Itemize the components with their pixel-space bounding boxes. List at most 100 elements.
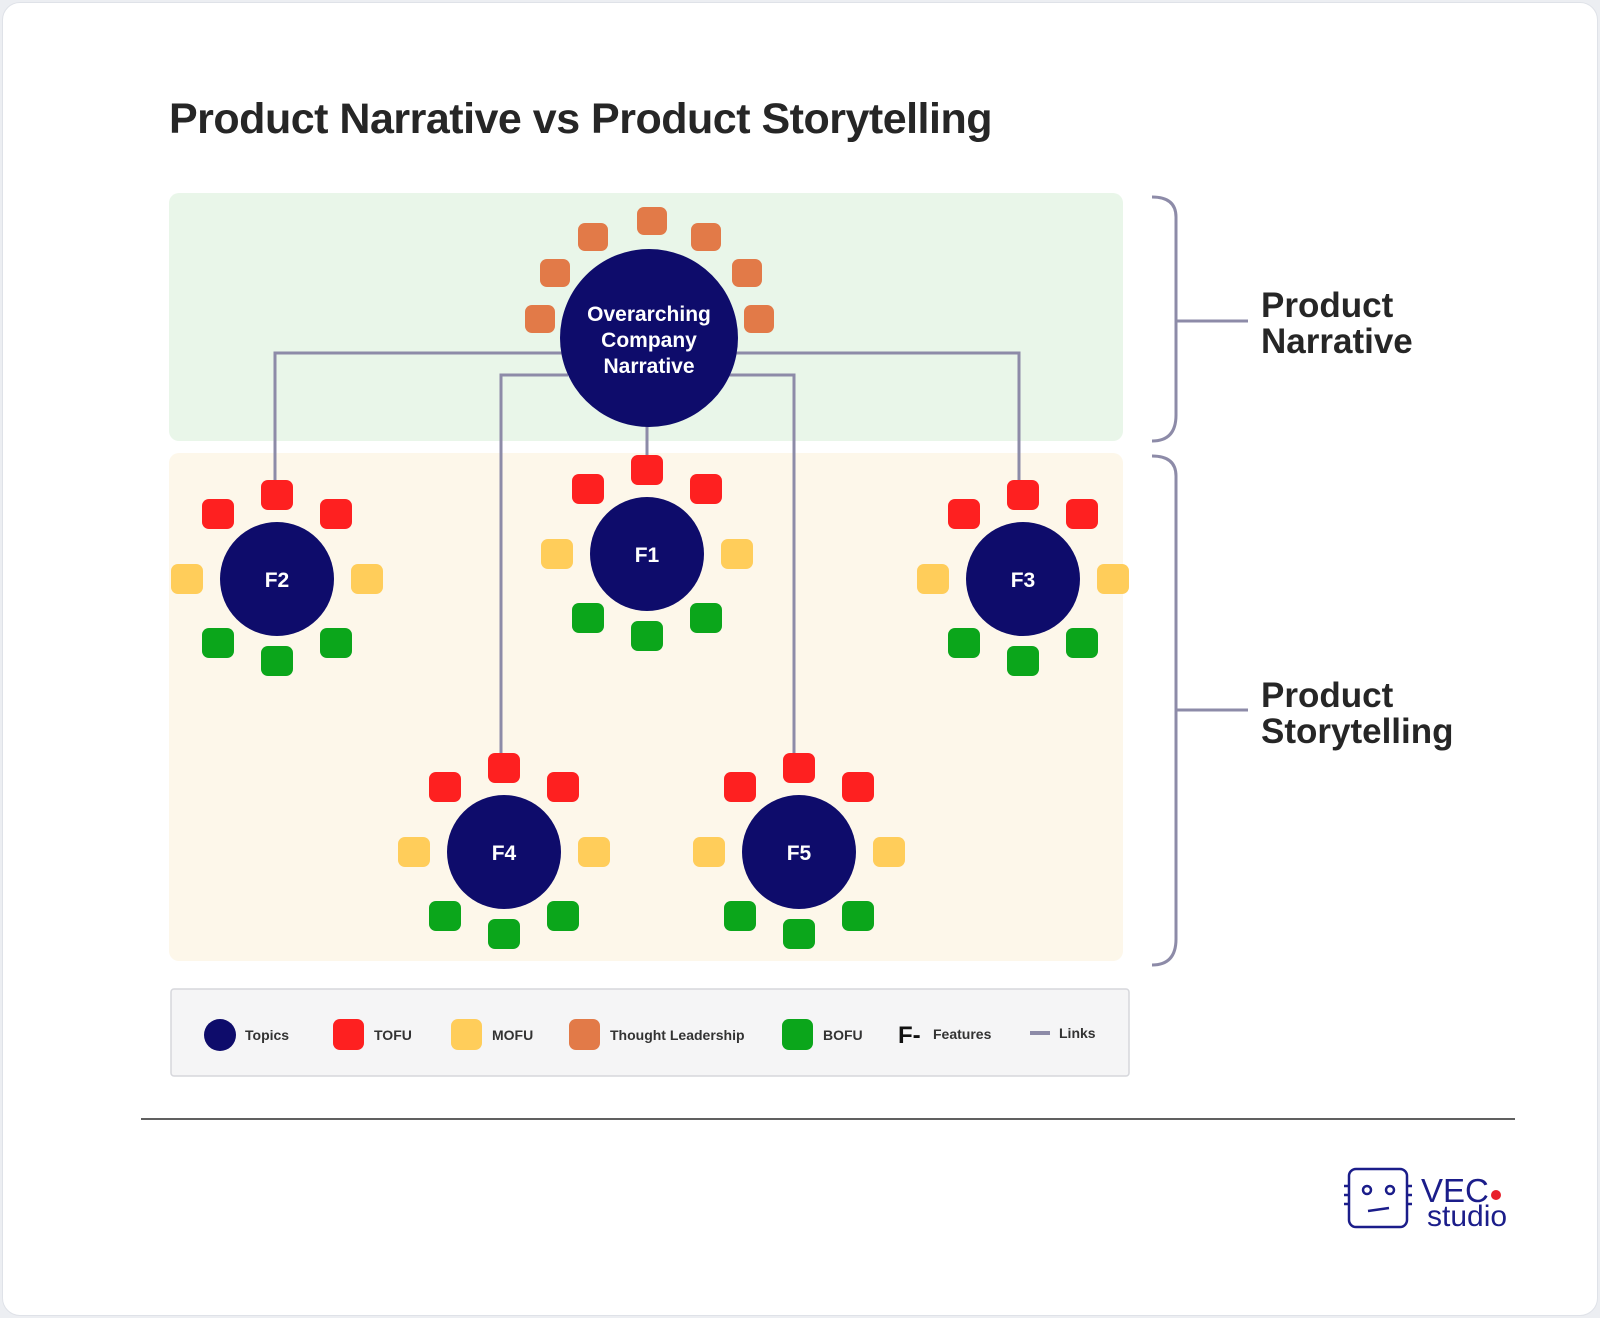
- tofu-square: [1066, 499, 1098, 529]
- link-hub-f2: [273, 351, 563, 481]
- bofu-square: [631, 621, 663, 651]
- mofu-square: [721, 539, 753, 569]
- legend-box: [170, 988, 1130, 1077]
- tofu-square: [261, 480, 293, 510]
- bofu-square: [948, 628, 980, 658]
- logo-text-vec: VEC: [1421, 1172, 1489, 1209]
- legend-topics-swatch: [204, 1019, 236, 1051]
- thought-leadership-square: [637, 207, 667, 235]
- tofu-square: [1007, 480, 1039, 510]
- feature-circle: [447, 795, 561, 909]
- bofu-square: [202, 628, 234, 658]
- hub-node: Overarching Company Narrative: [560, 249, 738, 427]
- legend-thought-leadership-label: Thought Leadership: [610, 1027, 745, 1043]
- tofu-square: [631, 455, 663, 485]
- bofu-square: [320, 628, 352, 658]
- legend-bofu-label: BOFU: [823, 1027, 863, 1043]
- mofu-square: [1097, 564, 1129, 594]
- storytelling-label-line2: Storytelling: [1261, 712, 1454, 751]
- hub-label-line1: Overarching: [587, 303, 711, 326]
- logo-red-dot: [1491, 1190, 1501, 1200]
- storytelling-label-line1: Product: [1261, 676, 1394, 715]
- feature-circle: [590, 497, 704, 611]
- link-hub-f4: [499, 373, 568, 753]
- tofu-square: [547, 772, 579, 802]
- legend-bofu-swatch: [782, 1019, 813, 1050]
- bofu-square: [1007, 646, 1039, 676]
- link-hub-f3: [733, 351, 1021, 481]
- hub-circle: [560, 249, 738, 427]
- link-hub-f5: [728, 373, 796, 753]
- tofu-square: [572, 474, 604, 504]
- bofu-square: [261, 646, 293, 676]
- mofu-square: [351, 564, 383, 594]
- feature-node-f5: F5: [693, 753, 905, 949]
- feature-circle: [966, 522, 1080, 636]
- tofu-square: [488, 753, 520, 783]
- bofu-square: [783, 919, 815, 949]
- legend-links-label: Links: [1059, 1025, 1096, 1041]
- tofu-square: [842, 772, 874, 802]
- hub-thought-leadership-squares: [525, 207, 774, 333]
- narrative-label-line2: Narrative: [1261, 322, 1413, 361]
- storytelling-section-bg: [169, 453, 1123, 961]
- mofu-square: [873, 837, 905, 867]
- mofu-square: [398, 837, 430, 867]
- tofu-square: [320, 499, 352, 529]
- tofu-square: [948, 499, 980, 529]
- legend-mofu-swatch: [451, 1019, 482, 1050]
- thought-leadership-square: [732, 259, 762, 287]
- links: [273, 351, 1021, 753]
- feature-label: F4: [492, 842, 517, 865]
- legend-features-label: Features: [933, 1026, 992, 1042]
- page-title: Product Narrative vs Product Storytellin…: [169, 95, 992, 143]
- bofu-square: [1066, 628, 1098, 658]
- bofu-square: [572, 603, 604, 633]
- legend-tofu-swatch: [333, 1019, 364, 1050]
- feature-circle: [742, 795, 856, 909]
- bofu-square: [690, 603, 722, 633]
- legend-mofu-label: MOFU: [492, 1027, 533, 1043]
- tofu-square: [429, 772, 461, 802]
- bofu-square: [842, 901, 874, 931]
- feature-node-f1: F1: [541, 455, 753, 651]
- bofu-square: [724, 901, 756, 931]
- feature-node-f3: F3: [917, 480, 1129, 676]
- feature-label: F5: [787, 842, 812, 865]
- feature-label: F2: [265, 569, 290, 592]
- robot-face-icon: [1344, 1167, 1412, 1229]
- feature-node-f2: F2: [171, 480, 383, 676]
- tofu-square: [202, 499, 234, 529]
- thought-leadership-square: [540, 259, 570, 287]
- feature-node-f4: F4: [398, 753, 610, 949]
- mofu-square: [578, 837, 610, 867]
- legend-features-symbol: F-: [898, 1022, 921, 1049]
- section-braces: [1151, 195, 1248, 967]
- feature-label: F3: [1011, 569, 1036, 592]
- narrative-brace: [1151, 195, 1178, 443]
- bofu-square: [488, 919, 520, 949]
- bofu-square: [547, 901, 579, 931]
- mofu-square: [171, 564, 203, 594]
- tofu-square: [690, 474, 722, 504]
- legend-topics-label: Topics: [245, 1027, 289, 1043]
- legend-tofu-label: TOFU: [374, 1027, 412, 1043]
- narrative-label-line1: Product: [1261, 286, 1394, 325]
- storytelling-brace: [1151, 454, 1178, 967]
- hub-label-line2: Company: [601, 329, 697, 352]
- legend: Topics TOFU MOFU Thought Leadership BOFU…: [170, 988, 1130, 1077]
- mofu-square: [693, 837, 725, 867]
- mofu-square: [541, 539, 573, 569]
- logo-text-studio: studio: [1427, 1200, 1507, 1233]
- feature-label: F1: [635, 544, 660, 567]
- thought-leadership-square: [525, 305, 555, 333]
- bofu-square: [429, 901, 461, 931]
- legend-thought-leadership-swatch: [569, 1019, 600, 1050]
- vec-studio-logo: VEC studio: [1344, 1167, 1507, 1233]
- feature-circle: [220, 522, 334, 636]
- tofu-square: [724, 772, 756, 802]
- hub-label-line3: Narrative: [603, 355, 694, 378]
